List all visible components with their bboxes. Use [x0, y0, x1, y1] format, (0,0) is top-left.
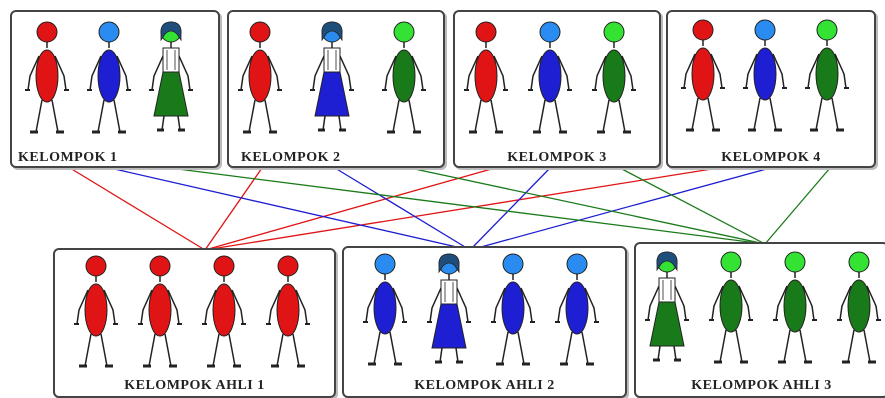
student-figure-girl-green — [148, 20, 194, 145]
student-figure-girl-green — [644, 250, 690, 375]
connection-line-green — [409, 167, 766, 245]
student-figure-red — [265, 254, 311, 379]
group-box-4: KELOMPOK 4 — [666, 10, 876, 168]
connection-line-blue — [469, 167, 771, 251]
student-figure-blue — [362, 252, 408, 377]
expert-box-1: KELOMPOK AHLI 1 — [53, 248, 336, 398]
student-figure-red — [137, 254, 183, 379]
connection-line-green — [619, 167, 766, 245]
student-figure-green — [708, 250, 754, 375]
group-2-label: KELOMPOK 2 — [241, 150, 341, 165]
group-box-2: KELOMPOK 2 — [227, 10, 445, 168]
student-figure-green — [772, 250, 818, 375]
connection-line-green — [169, 167, 766, 245]
student-figure-girl-blue — [426, 252, 472, 377]
connection-line-red — [69, 167, 206, 251]
connection-line-blue — [334, 167, 471, 251]
expert-3-label: KELOMPOK AHLI 3 — [691, 378, 832, 393]
student-figure-blue — [490, 252, 536, 377]
connection-line-green — [764, 167, 831, 245]
student-figure-red — [237, 20, 283, 145]
group-3-label: KELOMPOK 3 — [507, 150, 607, 165]
expert-box-3: KELOMPOK AHLI 3 — [634, 242, 885, 398]
student-figure-green — [836, 250, 882, 375]
group-4-label: KELOMPOK 4 — [721, 150, 821, 165]
student-figure-green — [804, 18, 850, 143]
student-figure-red — [73, 254, 119, 379]
student-figure-red — [463, 20, 509, 145]
connection-line-blue — [469, 167, 551, 251]
expert-box-2: KELOMPOK AHLI 2 — [342, 246, 627, 398]
student-figure-blue — [86, 20, 132, 145]
connection-line-red — [204, 167, 263, 251]
student-figure-girl-blue — [309, 20, 355, 145]
connection-line-red — [204, 167, 496, 251]
student-figure-blue — [554, 252, 600, 377]
student-figure-green — [381, 20, 427, 145]
student-figure-red — [24, 20, 70, 145]
student-figure-blue — [527, 20, 573, 145]
student-figure-red — [201, 254, 247, 379]
student-figure-blue — [742, 18, 788, 143]
group-box-1: KELOMPOK 1 — [10, 10, 220, 168]
group-1-label: KELOMPOK 1 — [18, 150, 118, 165]
connection-line-red — [204, 167, 719, 251]
connection-line-blue — [109, 167, 471, 251]
group-box-3: KELOMPOK 3 — [453, 10, 661, 168]
student-figure-red — [680, 18, 726, 143]
expert-1-label: KELOMPOK AHLI 1 — [124, 378, 265, 393]
student-figure-green — [591, 20, 637, 145]
expert-2-label: KELOMPOK AHLI 2 — [414, 378, 555, 393]
